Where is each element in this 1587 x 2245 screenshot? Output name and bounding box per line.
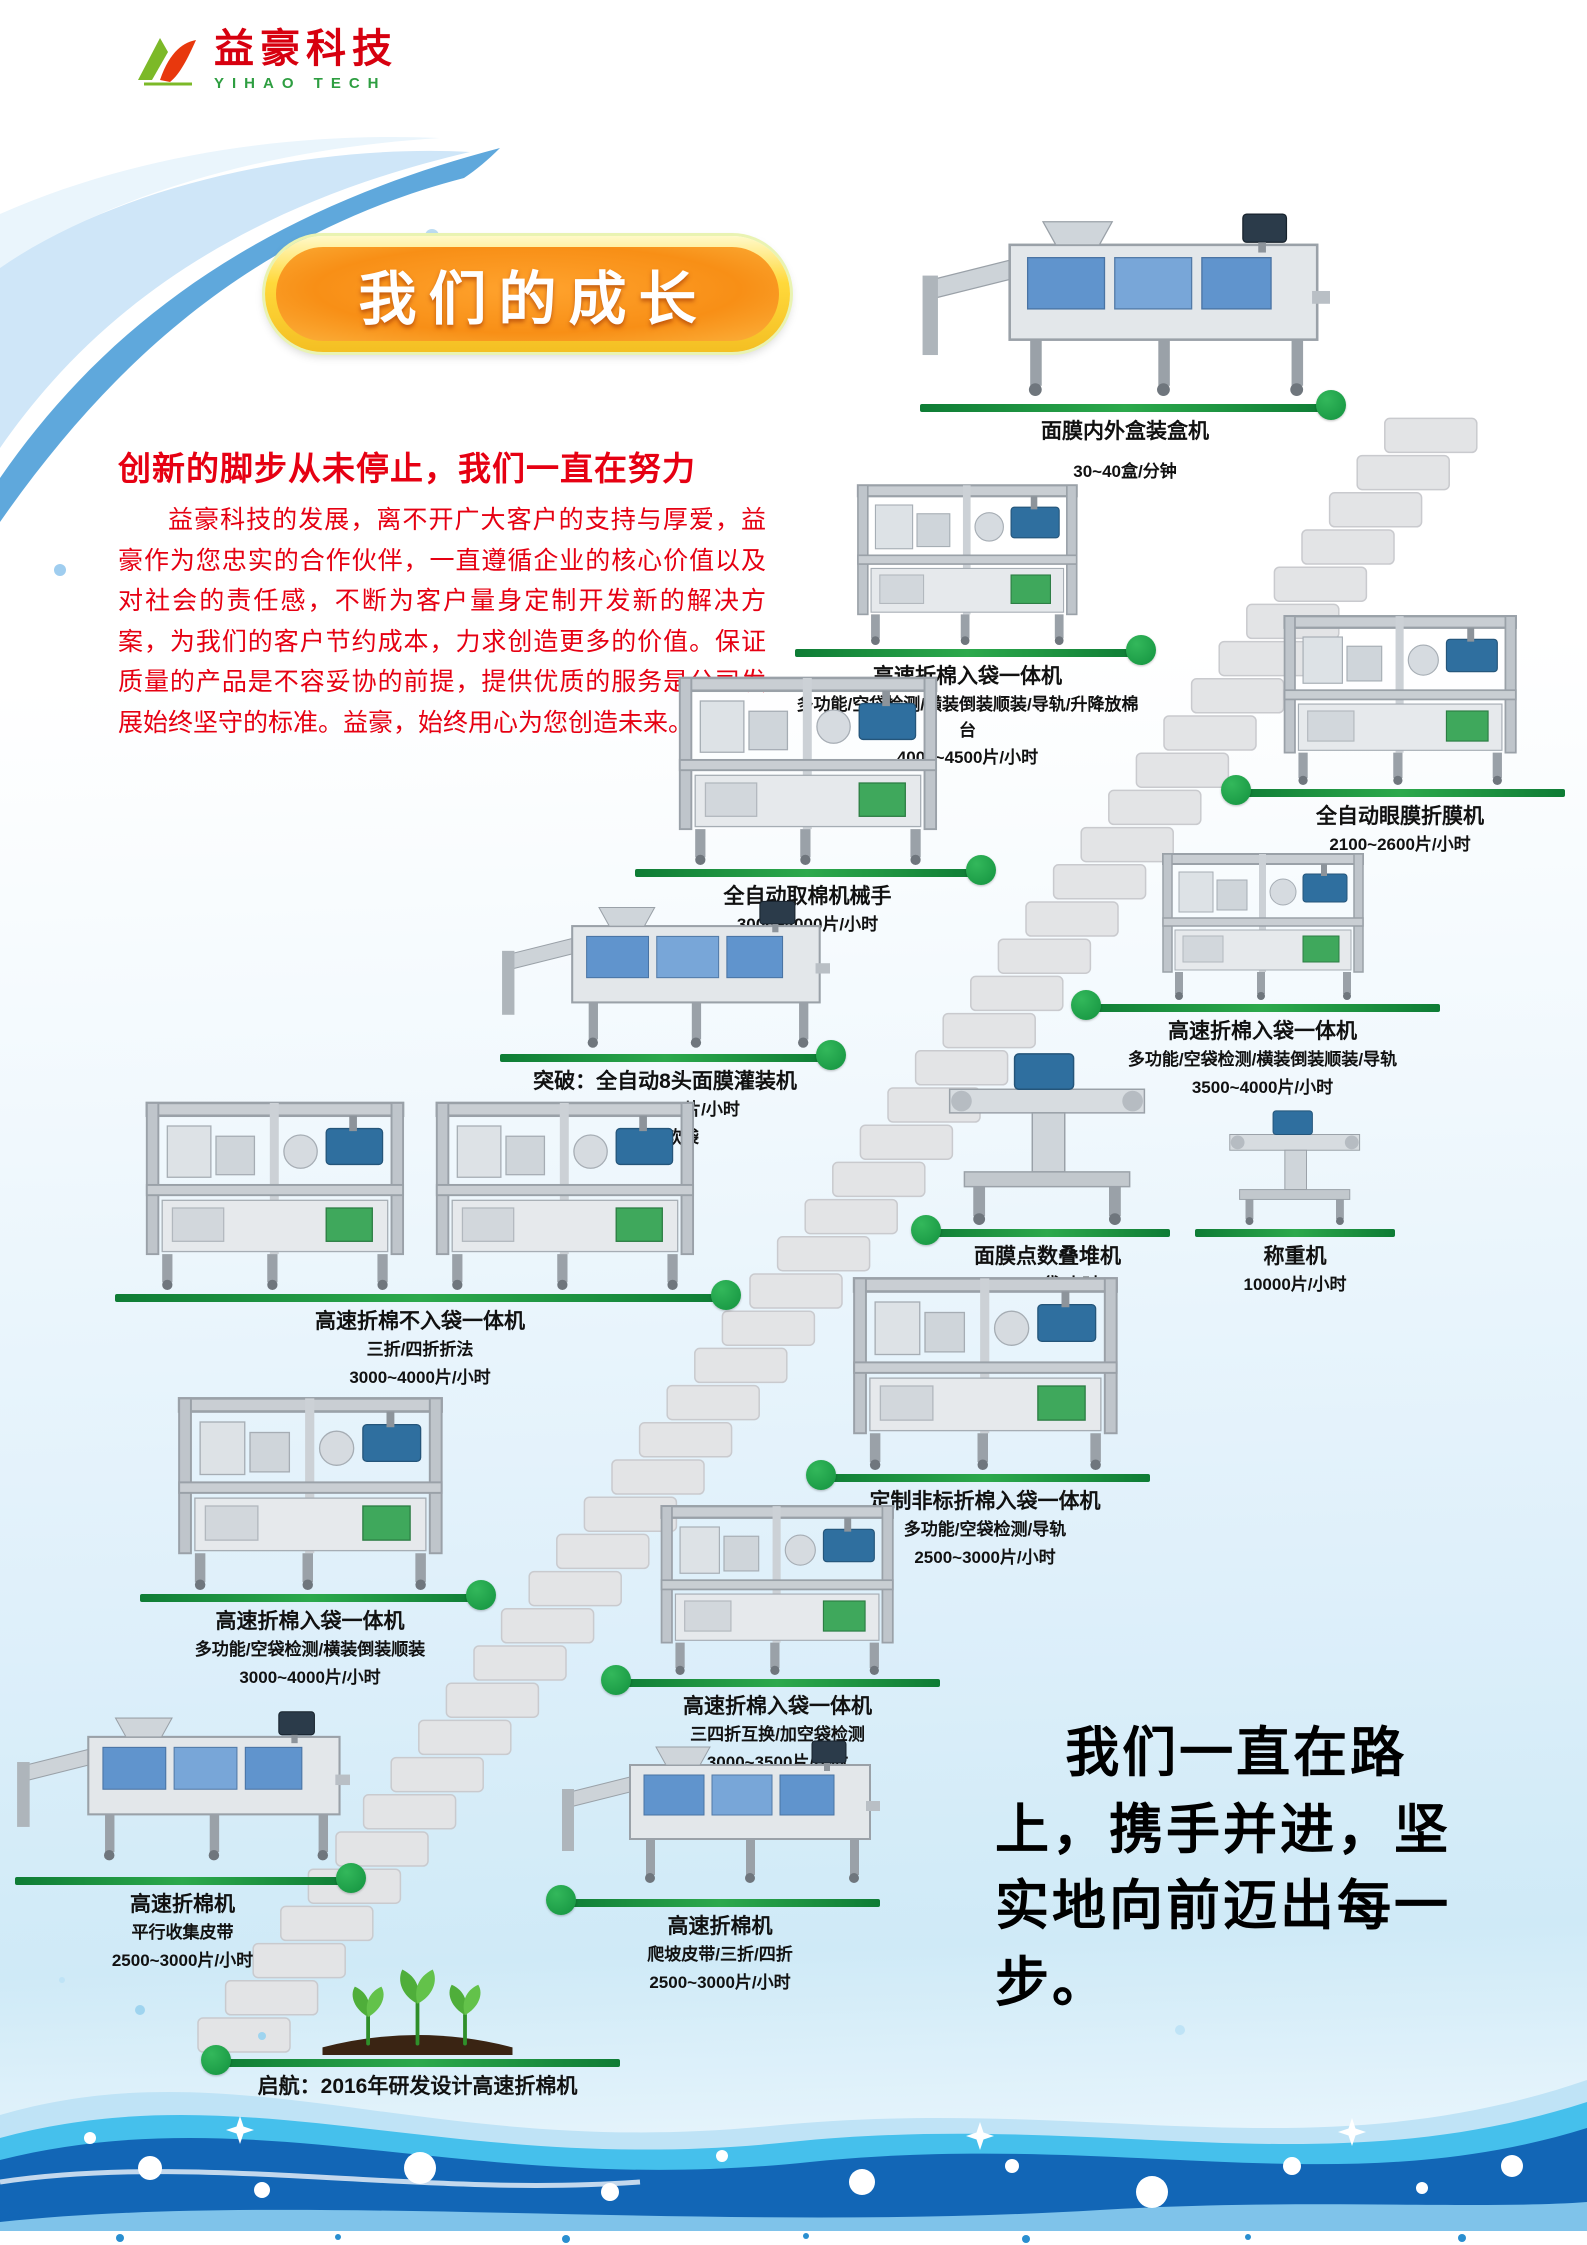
milestone-name: 高速折棉入袋一体机 <box>215 1610 405 1633</box>
milestone-name: 面膜点数叠堆机 <box>974 1245 1121 1268</box>
milestone-name: 全自动眼膜折膜机 <box>1316 805 1484 828</box>
milestone-spec: 三折/四折折法 <box>366 1340 474 1360</box>
title-badge-inner: 我们的成长 <box>276 247 779 341</box>
milestone-block-cartoner: 面膜内外盒装盒机 30~40盒/分钟 <box>920 205 1330 485</box>
milestone-bar <box>1235 789 1565 797</box>
milestone-bar <box>215 2059 620 2067</box>
milestone-spec: 2500~3000片/小时 <box>111 1950 254 1970</box>
machine-photo <box>1235 600 1565 785</box>
machine-photo <box>500 895 830 1050</box>
milestone-bar <box>560 1899 880 1907</box>
milestone-spec: 30~40盒/分钟 <box>1073 462 1177 482</box>
milestone-name: 高速折棉机 <box>667 1915 773 1938</box>
milestone-block: 高速折棉入袋一体机 多功能/空袋检测/横装倒装顺装/导轨 3500~4000片/… <box>1085 840 1440 1100</box>
milestone-bar <box>500 1054 830 1062</box>
milestone-dot <box>601 1665 631 1695</box>
milestone-block: 高速折棉机 平行收集皮带 2500~3000片/小时 <box>15 1695 350 1973</box>
intro-paragraph: 益豪科技的发展，离不开广大客户的支持与厚爱，益豪作为您忠实的合作伙伴，一直遵循企… <box>118 506 766 737</box>
milestone-block: 全自动眼膜折膜机 2100~2600片/小时 <box>1235 600 1565 858</box>
machine-photo <box>925 1045 1170 1225</box>
milestone-spec: 多功能/空袋检测/横装倒装顺装 <box>194 1640 426 1660</box>
milestone-bar <box>795 649 1140 657</box>
origin-label: 启航：2016年研发设计高速折棉机 <box>257 2075 578 2098</box>
milestone-spec: 多功能/空袋检测/导轨 <box>903 1520 1067 1540</box>
milestone-spec: 爬坡皮带/三折/四折 <box>647 1945 793 1965</box>
milestone-name: 面膜内外盒装盒机 <box>1041 420 1209 443</box>
milestone-bar <box>925 1229 1170 1237</box>
milestone-bar <box>140 1594 480 1602</box>
machine-photo <box>15 1695 350 1873</box>
company-logo: 益豪科技 YIHAO TECH <box>130 29 398 92</box>
logo-icon <box>138 38 196 86</box>
milestone-bar <box>115 1294 725 1302</box>
closing-statement: 我们一直在路 上，携手并进，坚 实地向前迈出每一 步。 <box>995 1723 1451 2014</box>
machine-photo <box>1085 840 1440 1000</box>
milestone-name: 高速折棉入袋一体机 <box>1168 1020 1357 1043</box>
milestone-bar <box>615 1679 940 1687</box>
milestone-name: 称重机 <box>1263 1245 1327 1268</box>
milestone-dot <box>1126 635 1156 665</box>
milestone-block: 称重机 10000片/小时 <box>1195 1105 1395 1298</box>
milestone-dot <box>546 1885 576 1915</box>
machine-photo <box>635 660 980 865</box>
milestone-bar <box>1195 1229 1395 1237</box>
milestone-spec: 3000~4000片/小时 <box>349 1367 491 1387</box>
milestone-block: 高速折棉不入袋一体机 三折/四折折法 3000~4000片/小时 <box>115 1085 725 1390</box>
machine-photo <box>820 1260 1150 1470</box>
logo-text-cn: 益豪科技 <box>214 26 398 71</box>
milestone-dot <box>816 1040 846 1070</box>
milestone-dot <box>201 2045 231 2075</box>
milestone-block: 高速折棉入袋一体机 多功能/空袋检测/横装倒装顺装 3000~4000片/小时 <box>140 1380 480 1690</box>
machine-photo <box>615 1490 940 1675</box>
milestone-name: 高速折棉入袋一体机 <box>683 1695 872 1718</box>
milestone-bar <box>15 1877 350 1885</box>
milestone-dot <box>966 855 996 885</box>
machine-photo <box>560 1725 880 1895</box>
milestone-block: 高速折棉机 爬坡皮带/三折/四折 2500~3000片/小时 <box>560 1725 880 1995</box>
machine-photo <box>920 205 1330 400</box>
milestone-spec: 三四折互换/加空袋检测 <box>690 1725 865 1745</box>
sprout-image <box>215 1960 620 2055</box>
milestone-spec: 平行收集皮带 <box>131 1923 234 1943</box>
milestone-block-origin: 启航：2016年研发设计高速折棉机 <box>215 1960 620 2100</box>
logo-text: 益豪科技 YIHAO TECH <box>214 29 398 92</box>
milestone-spec: 2100~2600片/小时 <box>1329 835 1471 855</box>
milestone-bar <box>635 869 980 877</box>
milestone-dot <box>806 1460 836 1490</box>
milestone-dot <box>1071 990 1101 1020</box>
milestone-dot <box>911 1215 941 1245</box>
milestone-bar <box>820 1474 1150 1482</box>
milestone-name: 突破：全自动8头面膜灌装机 <box>533 1070 797 1093</box>
milestone-spec: 10000片/小时 <box>1243 1275 1347 1295</box>
milestone-spec: 多功能/空袋检测/横装倒装顺装/导轨 <box>1127 1050 1398 1070</box>
logo-text-en: YIHAO TECH <box>214 74 387 92</box>
milestone-name: 定制非标折棉入袋一体机 <box>869 1490 1101 1513</box>
milestone-block: 定制非标折棉入袋一体机 多功能/空袋检测/导轨 2500~3000片/小时 <box>820 1260 1150 1570</box>
milestone-name: 高速折棉不入袋一体机 <box>315 1310 525 1333</box>
milestone-bar <box>920 404 1330 412</box>
milestone-dot <box>711 1280 741 1310</box>
milestone-spec: 2500~3000片/小时 <box>649 1972 791 1992</box>
milestone-spec: 2500~3000片/小时 <box>914 1547 1056 1567</box>
milestone-spec: 3000~4000片/小时 <box>239 1667 381 1687</box>
milestone-bar <box>1085 1004 1440 1012</box>
machine-photo <box>140 1380 480 1590</box>
machine-photo <box>1195 1105 1395 1225</box>
header-bar: 益豪科技 YIHAO TECH <box>0 0 1587 120</box>
machine-photo <box>795 470 1140 645</box>
milestone-name: 高速折棉机 <box>130 1893 235 1916</box>
machine-photo <box>115 1085 725 1290</box>
milestone-spec: 3500~4000片/小时 <box>1191 1077 1334 1097</box>
growth-title: 我们的成长 <box>358 267 709 332</box>
intro-heading: 创新的脚步从未停止，我们一直在努力 <box>118 450 696 487</box>
milestone-dot <box>336 1863 366 1893</box>
milestone-dot <box>1221 775 1251 805</box>
title-badge: 我们的成长 <box>265 236 790 352</box>
bottom-wave-decoration <box>0 1977 1587 2245</box>
milestone-dot <box>1316 390 1346 420</box>
milestone-dot <box>466 1580 496 1610</box>
